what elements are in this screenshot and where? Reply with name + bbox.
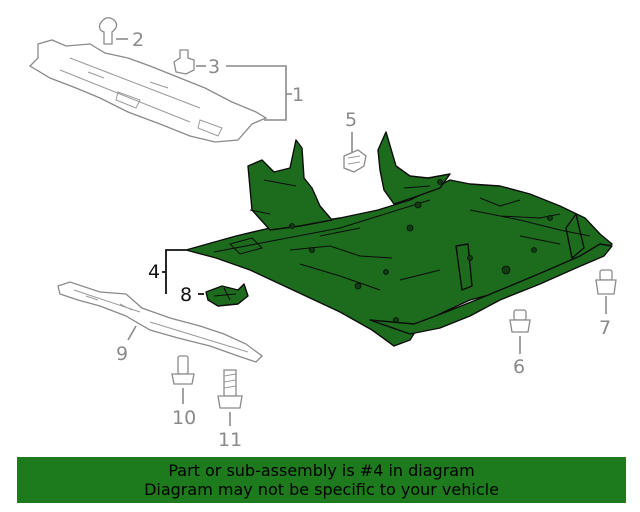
- part-8-clip[interactable]: [205, 283, 249, 307]
- callout-3: 3: [208, 56, 220, 78]
- part-2-clip[interactable]: [98, 17, 118, 45]
- part-1-upper-shield[interactable]: [28, 39, 268, 143]
- callout-2: 2: [132, 29, 144, 51]
- callout-11: 11: [218, 429, 242, 451]
- part-6-nut[interactable]: [509, 309, 531, 333]
- info-banner: Part or sub-assembly is #4 in diagram Di…: [17, 457, 626, 503]
- part-5-grommet[interactable]: [343, 149, 367, 173]
- callout-9: 9: [116, 343, 128, 365]
- callout-5: 5: [345, 109, 357, 131]
- callout-1: 1: [292, 84, 304, 106]
- part-7-nut[interactable]: [595, 269, 617, 295]
- callout-6: 6: [513, 356, 525, 378]
- parts-diagram: 2 3 1 5 4 8 9 6 7 10 11: [28, 17, 617, 451]
- banner-line-1: Part or sub-assembly is #4 in diagram: [168, 461, 475, 480]
- leader-lines: [116, 38, 607, 426]
- part-3-push-rivet[interactable]: [173, 49, 195, 75]
- callout-4: 4: [148, 261, 160, 283]
- part-10-bolt[interactable]: [171, 355, 195, 385]
- part-4-lower-cover[interactable]: [185, 131, 613, 347]
- part-11-long-bolt[interactable]: [217, 369, 243, 409]
- callout-8: 8: [180, 284, 192, 306]
- callout-10: 10: [172, 407, 196, 429]
- part-9-brace[interactable]: [57, 281, 263, 363]
- banner-line-2: Diagram may not be specific to your vehi…: [144, 480, 499, 499]
- callout-7: 7: [599, 317, 611, 339]
